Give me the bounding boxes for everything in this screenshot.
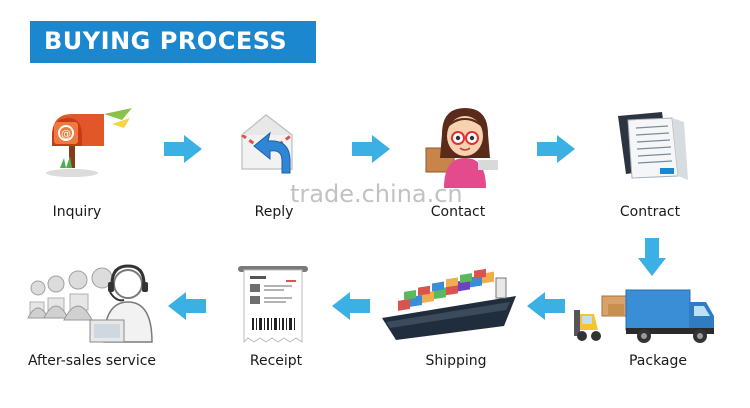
step-label-inquiry: Inquiry bbox=[52, 204, 102, 220]
arrow-left-3 bbox=[168, 292, 206, 320]
arrow-down bbox=[638, 238, 666, 276]
delivery-truck-icon bbox=[574, 289, 714, 343]
watermark: trade.china.cn bbox=[290, 180, 463, 208]
arrow-left-1 bbox=[527, 292, 565, 320]
arrow-right-3 bbox=[537, 135, 575, 163]
svg-text:@: @ bbox=[61, 129, 71, 140]
cargo-ship-icon bbox=[382, 268, 516, 340]
step-label-contract: Contract bbox=[619, 204, 681, 220]
receipt-icon bbox=[238, 266, 308, 344]
envelope-reply-icon bbox=[241, 114, 293, 174]
step-label-contact: Contact bbox=[430, 204, 486, 220]
call-center-icon bbox=[27, 264, 153, 343]
mailbox-icon: @ bbox=[46, 108, 132, 177]
girl-with-glasses-icon bbox=[425, 108, 498, 188]
page-title: BUYING PROCESS bbox=[44, 27, 288, 55]
step-label-reply: Reply bbox=[254, 204, 294, 220]
arrow-left-2 bbox=[332, 292, 370, 320]
step-label-shipping: Shipping bbox=[425, 353, 487, 369]
document-stack-icon bbox=[618, 112, 688, 180]
step-label-after-sales-service: After-sales service bbox=[27, 353, 157, 369]
arrow-right-2 bbox=[352, 135, 390, 163]
step-label-package: Package bbox=[628, 353, 688, 369]
step-label-receipt: Receipt bbox=[249, 353, 303, 369]
title-banner: BUYING PROCESS bbox=[30, 21, 316, 63]
arrow-right-1 bbox=[164, 135, 202, 163]
